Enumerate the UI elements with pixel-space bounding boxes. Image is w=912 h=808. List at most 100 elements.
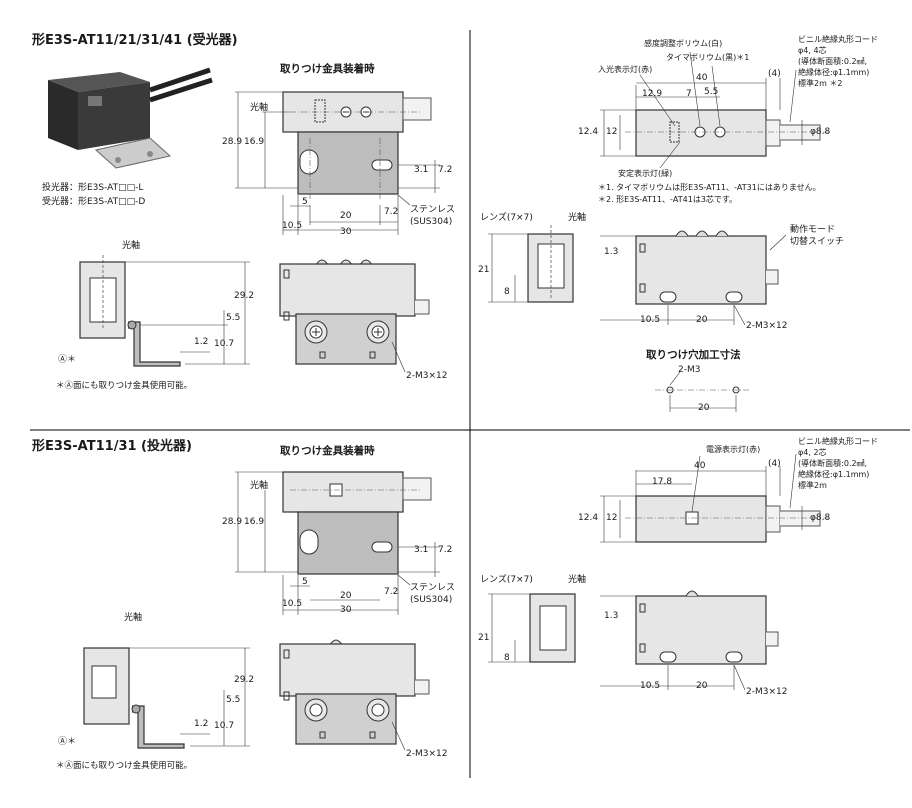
dim-16-9: 16.9: [244, 137, 265, 147]
dim-20: 20: [340, 211, 352, 221]
emitter-right-top-view: [600, 453, 830, 543]
receiver-note: ＊Ⓐ面にも取りつけ金具使用可能。: [56, 381, 193, 391]
e-dim-20r: 20: [696, 681, 708, 691]
side-optical-axis: 光軸: [122, 241, 141, 251]
dim-phi-8-8: φ8.8: [810, 127, 831, 137]
dim-30: 30: [340, 227, 352, 237]
lens-label: レンズ(7×7): [480, 213, 533, 223]
rb-optical-axis: 光軸: [568, 213, 587, 223]
e-dim-10-5r: 10.5: [640, 681, 661, 691]
dim-28-9: 28.9: [222, 137, 243, 147]
e-screw-label: 2-M3×12: [406, 749, 448, 759]
emitter-top-view: [235, 471, 440, 615]
e-face-a-label: Ⓐ＊: [58, 737, 77, 747]
face-a-label: Ⓐ＊: [58, 355, 77, 365]
note-wires: ＊2. 形E3S-AT11、-AT41は3芯です。: [598, 195, 738, 204]
dim-5-5: 5.5: [226, 313, 241, 323]
receiver-mount-label: 取りつけ金具装着時: [280, 63, 375, 75]
material-code: (SUS304): [410, 217, 453, 227]
receiver-top-view: [235, 91, 440, 235]
e-screw-label-r: 2-M3×12: [746, 687, 788, 697]
label-incident-led: 入光表示灯(赤): [598, 65, 653, 74]
e-dim-4: (4): [768, 459, 781, 469]
emitter-side-view: [83, 647, 250, 749]
dim-12-9: 12.9: [642, 89, 663, 99]
cable-line-5: 標準2m ＊2: [798, 79, 843, 88]
emitter-title: 形E3S-AT11/31 (投光器): [32, 439, 192, 454]
e-cable-line-1: ビニル絶縁丸形コード: [798, 437, 878, 446]
emitter-mount-label: 取りつけ金具装着時: [280, 445, 375, 457]
mode-label-2: 切替スイッチ: [790, 237, 845, 247]
e-cable-line-3: (導体断面積:0.2㎟,: [798, 459, 868, 468]
mode-label-1: 動作モード: [790, 225, 836, 235]
e-dim-30: 30: [340, 605, 352, 615]
emitter-front-view: [279, 639, 430, 751]
hole-dim-20: 20: [698, 403, 710, 413]
material-label: ステンレス: [410, 205, 456, 215]
screw-label-r: 2-M3×12: [746, 321, 788, 331]
e-material-code: (SUS304): [410, 595, 453, 605]
legend-emitter: 投光器：形E3S-AT□□-L: [42, 183, 144, 193]
optical-axis-label: 光軸: [250, 103, 269, 113]
dim-5: 5: [302, 197, 308, 207]
dim-8: 8: [504, 287, 510, 297]
e-dim-12-4: 12.4: [578, 513, 599, 523]
dim-3-1: 3.1: [414, 165, 429, 175]
e-optical-axis: 光軸: [250, 481, 269, 491]
dim-20r: 20: [696, 315, 708, 325]
e-dim-5: 5: [302, 577, 308, 587]
dim-1-2: 1.2: [194, 337, 209, 347]
receiver-right-bottom-view: [488, 225, 787, 326]
cable-line-2: φ4, 4芯: [798, 46, 827, 55]
receiver-front-view: [279, 259, 430, 373]
e-dim-40: 40: [694, 461, 706, 471]
e-cable-line-4: 絶縁体径:φ1.1mm): [798, 470, 870, 479]
dim-10-5: 10.5: [282, 221, 303, 231]
dim-10-5r: 10.5: [640, 315, 661, 325]
dim-1-3: 1.3: [604, 247, 619, 257]
dim-7: 7: [686, 89, 692, 99]
e-dim-phi-8-8: φ8.8: [810, 513, 831, 523]
sensor-photo: [48, 67, 213, 169]
dim-21: 21: [478, 265, 490, 275]
hole-drawing: [655, 371, 750, 412]
e-dim-29-2: 29.2: [234, 675, 255, 685]
dim-5-5r: 5.5: [704, 87, 719, 97]
receiver-side-view: [79, 255, 250, 367]
emitter-note: ＊Ⓐ面にも取りつけ金具使用可能。: [56, 761, 193, 771]
e-dim-16-9: 16.9: [244, 517, 265, 527]
label-timer: タイマボリウム(黒)＊1: [666, 53, 750, 62]
cable-line-4: 絶縁体径:φ1.1mm): [798, 68, 870, 77]
e-dim-21: 21: [478, 633, 490, 643]
e-dim-20: 20: [340, 591, 352, 601]
e-cable-line-2: φ4, 2芯: [798, 448, 827, 457]
dim-40: 40: [696, 73, 708, 83]
e-dim-1-3: 1.3: [604, 611, 619, 621]
note-timer: ＊1. タイマボリウムは形E3S-AT11、-AT31にはありません。: [598, 183, 821, 192]
e-dim-5-5: 5.5: [226, 695, 241, 705]
dim-7-2: 7.2: [438, 165, 453, 175]
label-stability-led: 安定表示灯(緑): [618, 169, 673, 178]
e-material-label: ステンレス: [410, 583, 456, 593]
cable-line-3: (導体断面積:0.2㎟,: [798, 57, 868, 66]
e-rb-optical-axis: 光軸: [568, 575, 587, 585]
legend-receiver: 受光器：形E3S-AT□□-D: [42, 197, 146, 207]
dim-29-2: 29.2: [234, 291, 255, 301]
e-dim-1-2: 1.2: [194, 719, 209, 729]
cable-line-1: ビニル絶縁丸形コード: [798, 35, 878, 44]
receiver-right-top-view: [600, 51, 830, 169]
hole-title: 取りつけ穴加工寸法: [646, 349, 741, 361]
emitter-right-bottom-view: [488, 590, 779, 691]
e-lens-label: レンズ(7×7): [480, 575, 533, 585]
e-dim-17-8: 17.8: [652, 477, 673, 487]
label-power-led: 電源表示灯(赤): [706, 445, 761, 454]
dim-12: 12: [606, 127, 618, 137]
dim-12-4: 12.4: [578, 127, 599, 137]
receiver-title: 形E3S-AT11/21/31/41 (受光器): [32, 33, 238, 48]
e-cable-line-5: 標準2m: [798, 481, 827, 490]
dim-10-7: 10.7: [214, 339, 235, 349]
screw-label: 2-M3×12: [406, 371, 448, 381]
e-dim-12: 12: [606, 513, 618, 523]
e-dim-10-7: 10.7: [214, 721, 235, 731]
